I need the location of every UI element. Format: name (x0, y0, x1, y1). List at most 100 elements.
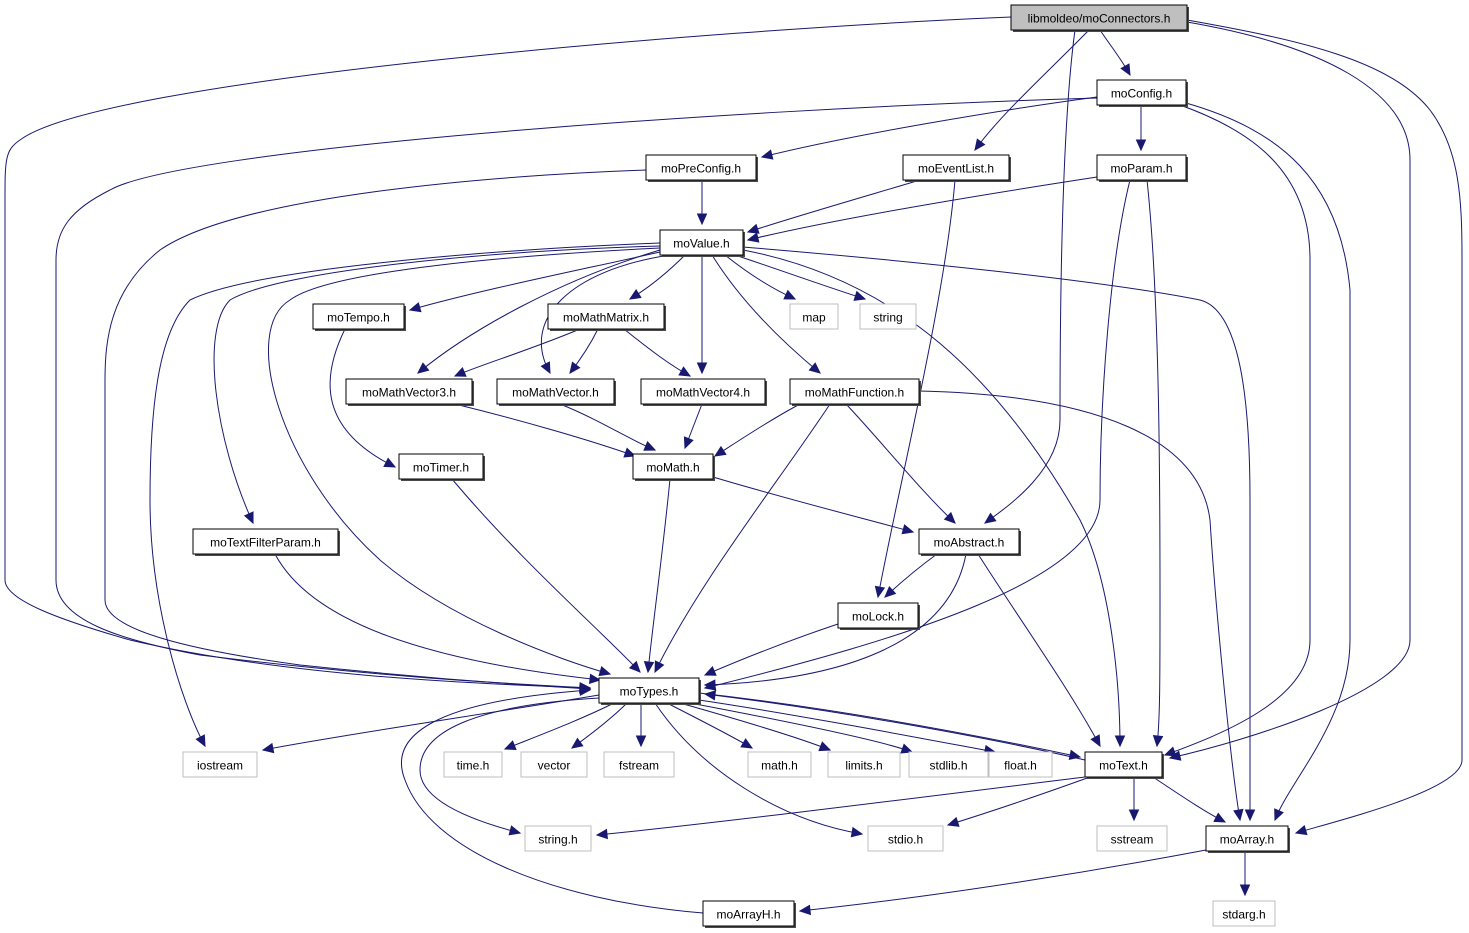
node-box[interactable] (345, 378, 473, 405)
node-box[interactable] (1205, 825, 1289, 852)
node-fstream: fstream (603, 751, 675, 778)
node-label: sstream (1111, 833, 1154, 847)
edge-moMathVector-to-moMath (559, 403, 657, 451)
node-box[interactable] (902, 154, 1010, 181)
node-label[interactable]: moValue.h (673, 237, 729, 251)
node-label[interactable]: moArrayH.h (716, 908, 780, 922)
node-box (520, 751, 588, 778)
edge-line (1164, 104, 1311, 756)
node-moMathFunction[interactable]: moMathFunction.h (789, 378, 921, 406)
edge-moText-to-string_h (595, 776, 1086, 840)
node-moLock[interactable]: moLock.h (837, 602, 920, 630)
node-box[interactable] (598, 677, 700, 704)
edge-line (845, 403, 956, 524)
edge-line (679, 702, 831, 751)
node-moTypes[interactable]: moTypes.h (598, 677, 701, 705)
node-moMath[interactable]: moMath.h (632, 453, 715, 481)
node-label[interactable]: moTempo.h (327, 311, 390, 325)
edge-moTypes-to-math_h (666, 702, 754, 749)
node-label[interactable]: moPreConfig.h (661, 162, 741, 176)
arrowhead-icon (1239, 884, 1251, 897)
node-box[interactable] (659, 229, 744, 256)
arrowhead-icon (1163, 746, 1177, 757)
node-moArrayH[interactable]: moArrayH.h (702, 900, 796, 928)
node-limits_h: limits.h (827, 751, 901, 778)
node-box[interactable] (640, 378, 766, 405)
arrowhead-icon (579, 685, 592, 697)
node-label[interactable]: moArray.h (1220, 833, 1274, 847)
node-box[interactable] (496, 378, 615, 405)
node-vector: vector (520, 751, 588, 778)
node-moParam[interactable]: moParam.h (1096, 154, 1188, 182)
node-box[interactable] (1096, 79, 1187, 106)
node-label[interactable]: moMathFunction.h (805, 386, 904, 400)
node-label[interactable]: moTypes.h (620, 685, 679, 699)
arrowhead-icon (818, 741, 832, 752)
arrowhead-icon (1128, 809, 1140, 822)
node-box[interactable] (837, 602, 919, 629)
node-moAbstract[interactable]: moAbstract.h (918, 528, 1021, 556)
node-moConnectors[interactable]: libmoldeo/moConnectors.h (1010, 4, 1189, 32)
node-label[interactable]: moTextFilterParam.h (210, 536, 321, 550)
node-label[interactable]: libmoldeo/moConnectors.h (1028, 12, 1171, 26)
node-label[interactable]: moConfig.h (1111, 87, 1172, 101)
node-box[interactable] (1084, 751, 1163, 778)
node-moText[interactable]: moText.h (1084, 751, 1164, 779)
node-box[interactable] (547, 303, 665, 330)
node-moMathVector3[interactable]: moMathVector3.h (345, 378, 474, 406)
edge-line (417, 249, 661, 374)
node-box[interactable] (192, 528, 339, 555)
node-box[interactable] (702, 900, 795, 927)
node-label[interactable]: moMathVector4.h (656, 386, 750, 400)
edge-moValue-to-moTextFilterParam (213, 245, 661, 525)
edge-moMathFunction-to-moMath (713, 403, 801, 457)
node-moEventList[interactable]: moEventList.h (902, 154, 1011, 182)
node-box (827, 751, 901, 778)
node-box[interactable] (398, 453, 484, 480)
node-label[interactable]: moMathVector3.h (362, 386, 456, 400)
edge-line (149, 242, 661, 747)
node-label[interactable]: moAbstract.h (934, 536, 1005, 550)
edge-moValue-to-moTempo (408, 251, 661, 313)
node-moTextFilterParam[interactable]: moTextFilterParam.h (192, 528, 340, 556)
edge-moConfig-to-moArray (1185, 102, 1351, 822)
node-box[interactable] (918, 528, 1020, 555)
node-label: string (873, 311, 902, 325)
edge-moMathMatrix-to-moMathVector4 (623, 328, 692, 377)
edge-moValue-to-moMathMatrix (628, 254, 686, 300)
node-label[interactable]: moLock.h (852, 610, 904, 624)
node-moPreConfig[interactable]: moPreConfig.h (645, 154, 758, 182)
node-moMathVector4[interactable]: moMathVector4.h (640, 378, 767, 406)
node-moMathVector[interactable]: moMathVector.h (496, 378, 616, 406)
node-box[interactable] (1096, 154, 1187, 181)
node-label[interactable]: moParam.h (1110, 162, 1172, 176)
node-box[interactable] (645, 154, 757, 181)
arrowhead-icon (508, 825, 522, 836)
edge-line (742, 249, 1121, 747)
arrowhead-icon (683, 436, 694, 450)
node-label[interactable]: moMathVector.h (512, 386, 599, 400)
node-moArray[interactable]: moArray.h (1205, 825, 1290, 853)
node-box[interactable] (789, 378, 920, 405)
node-box (1212, 900, 1276, 927)
node-box[interactable] (312, 303, 405, 330)
edge-moTypes-to-stdlib_h (689, 702, 914, 754)
node-box[interactable] (1010, 4, 1188, 31)
node-box[interactable] (632, 453, 714, 480)
node-label: string.h (538, 833, 577, 847)
node-moConfig[interactable]: moConfig.h (1096, 79, 1188, 107)
node-moTempo[interactable]: moTempo.h (312, 303, 406, 331)
node-label[interactable]: moTimer.h (413, 461, 469, 475)
node-moTimer[interactable]: moTimer.h (398, 453, 485, 481)
node-label[interactable]: moMathMatrix.h (563, 311, 649, 325)
edge-moConnectors-to-moText (1168, 21, 1411, 761)
arrowhead-icon (1213, 812, 1227, 823)
edge-moTypes-to-stdio_h (654, 702, 864, 838)
node-math_h: math.h (747, 751, 812, 778)
node-label[interactable]: moEventList.h (918, 162, 994, 176)
node-moMathMatrix[interactable]: moMathMatrix.h (547, 303, 666, 331)
node-stdio_h: stdio.h (867, 825, 944, 852)
node-label[interactable]: moText.h (1099, 759, 1148, 773)
node-label[interactable]: moMath.h (646, 461, 699, 475)
node-moValue[interactable]: moValue.h (659, 229, 745, 257)
